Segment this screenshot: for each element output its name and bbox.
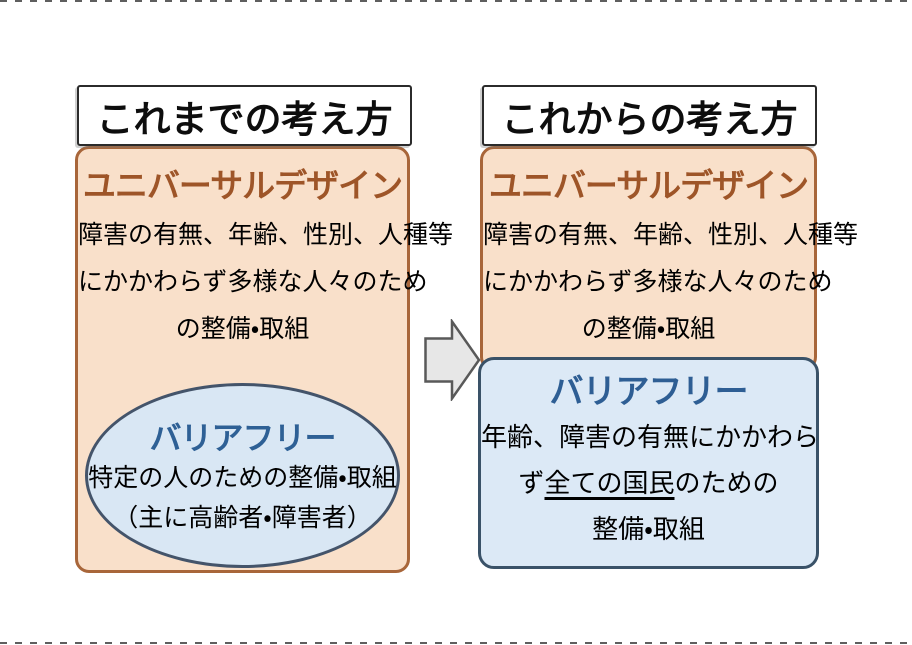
right-panel-title: これからの考え方 (482, 85, 817, 146)
right-bf-line-2-underlined: 全ての国民 (544, 469, 675, 498)
right-bf-line-3: 整備・取組 (592, 515, 705, 544)
left-ud-body-line-3: の整備・取組 (175, 316, 310, 343)
left-bf-heading: バリアフリー (149, 419, 336, 456)
left-ud-body-line-2: にかかわらず多様な人々のため (78, 269, 428, 296)
right-bf-line-2-pre: ず (518, 469, 545, 498)
right-bf-line-1: 年齢、障害の有無にかかわら (481, 423, 820, 452)
slide-top-border (0, 0, 912, 2)
right-universal-design-box: ユニバーサルデザイン 障害の有無、年齢、性別、人種等 にかかわらず多様な人々のた… (480, 146, 859, 371)
right-bf-line-2-post: のための (674, 469, 779, 498)
right-ud-body-line-1: 障害の有無、年齢、性別、人種等 (483, 222, 859, 249)
right-ud-body-line-2: にかかわらず多様な人々のため (483, 269, 833, 296)
right-ud-body: 障害の有無、年齢、性別、人種等 にかかわらず多様な人々のため の整備・取組 (483, 212, 859, 353)
right-ud-body-line-3: の整備・取組 (581, 316, 716, 343)
left-ud-heading: ユニバーサルデザイン (82, 167, 403, 204)
right-ud-heading: ユニバーサルデザイン (488, 167, 809, 204)
left-bf-line-1: 特定の人のための整備・取組 (88, 464, 397, 492)
left-universal-design-box: ユニバーサルデザイン 障害の有無、年齢、性別、人種等 にかかわらず多様な人々のた… (75, 146, 454, 573)
right-bf-body: 年齢、障害の有無にかかわら ず全ての国民のための 整備・取組 (481, 415, 820, 553)
left-ud-body: 障害の有無、年齢、性別、人種等 にかかわらず多様な人々のため の整備・取組 (78, 212, 454, 353)
right-block-arrow-icon (424, 317, 481, 403)
left-barrier-free-oval: バリアフリー 特定の人のための整備・取組 （主に高齢者・障害者） (85, 383, 400, 568)
left-ud-body-line-1: 障害の有無、年齢、性別、人種等 (78, 222, 454, 249)
right-bf-line-2: ず全ての国民のための (481, 461, 816, 507)
right-bf-heading: バリアフリー (549, 373, 749, 411)
right-barrier-free-box: バリアフリー 年齢、障害の有無にかかわら ず全ての国民のための 整備・取組 (478, 357, 819, 569)
left-panel-title: これまでの考え方 (77, 85, 412, 146)
slide-bottom-border (0, 642, 912, 644)
left-bf-line-2: （主に高齢者・障害者） (113, 504, 372, 532)
